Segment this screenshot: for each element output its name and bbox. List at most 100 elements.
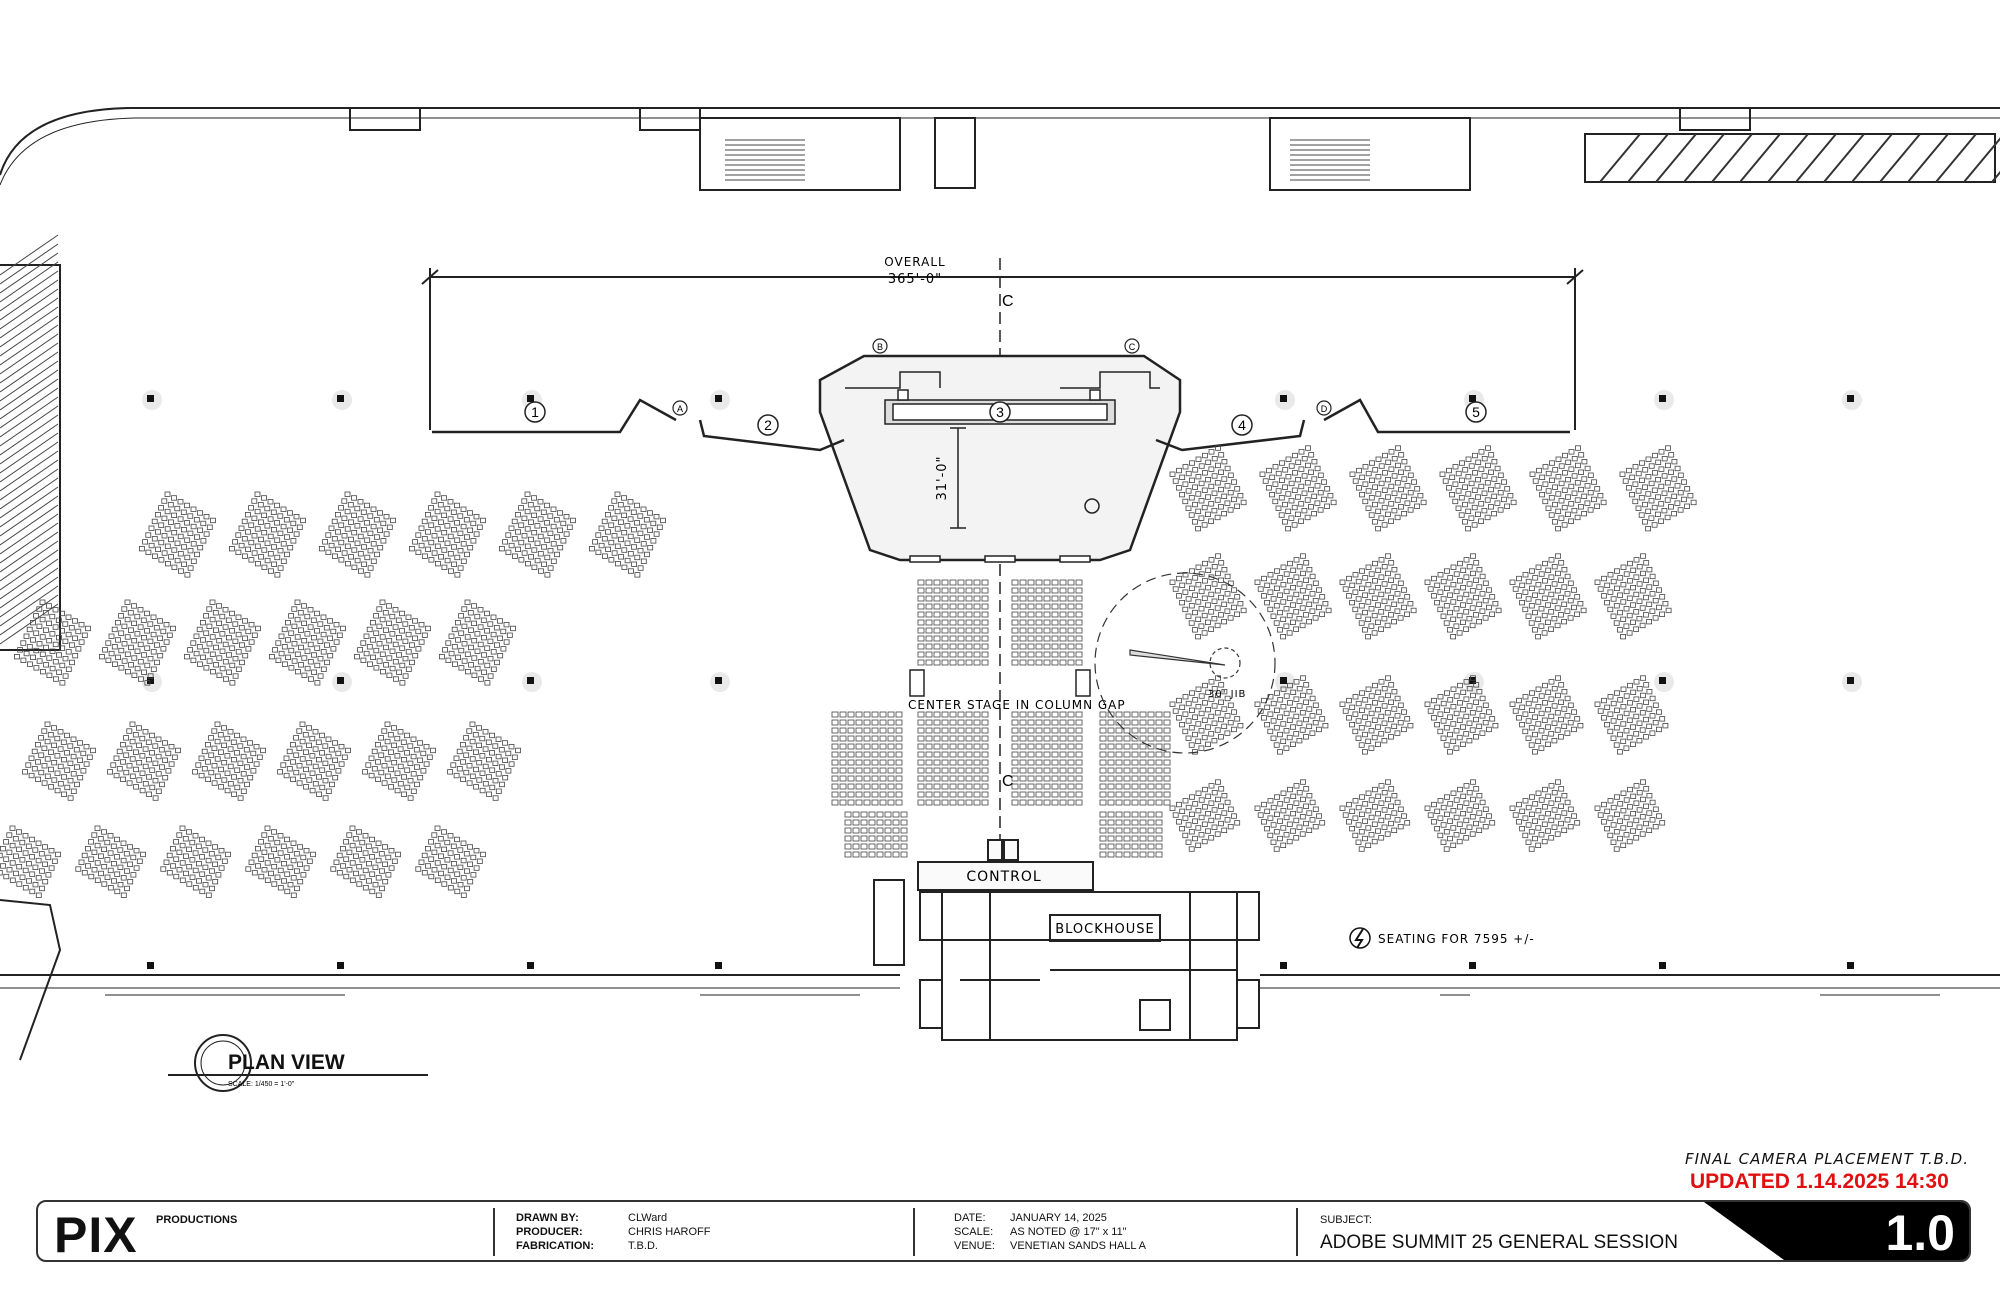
fabrication-value: T.B.D. (628, 1240, 658, 1252)
seat (621, 530, 628, 536)
seat (1051, 635, 1059, 642)
seat (1195, 491, 1202, 497)
seat (1019, 651, 1027, 658)
seat (198, 755, 205, 761)
seat (1470, 675, 1476, 681)
seat (1388, 560, 1395, 566)
seat (104, 874, 111, 880)
seat (1198, 588, 1205, 595)
seat (1286, 595, 1293, 601)
seat (388, 865, 395, 871)
seat (402, 673, 409, 679)
seat (1394, 730, 1401, 736)
seat (1280, 599, 1287, 605)
seat (1303, 820, 1309, 827)
seat (288, 613, 295, 619)
seat (212, 879, 219, 885)
seat (1205, 689, 1212, 695)
seat (341, 498, 348, 504)
seat (346, 849, 353, 855)
seat (1115, 811, 1123, 818)
hatch-line (1935, 133, 1977, 183)
seat (1484, 480, 1491, 486)
seat (360, 657, 367, 663)
seat (839, 751, 847, 758)
seat (457, 530, 464, 536)
seat (1630, 724, 1636, 730)
seat (949, 611, 957, 618)
seat (190, 657, 197, 663)
seat (272, 647, 279, 653)
seat (847, 711, 855, 718)
seat (479, 770, 486, 776)
seat (278, 633, 285, 639)
seat (1365, 790, 1372, 796)
seat (831, 775, 839, 782)
seat (949, 751, 957, 758)
seat (1476, 567, 1483, 573)
seat (925, 611, 933, 618)
hatch-line (1599, 133, 1641, 183)
seat (1224, 817, 1231, 823)
seat (1626, 838, 1633, 845)
seat (19, 839, 26, 846)
seat (1275, 470, 1282, 477)
seat (281, 626, 288, 633)
seat (1131, 819, 1139, 826)
seat (871, 751, 879, 758)
seat (354, 505, 361, 512)
seat (615, 561, 621, 567)
seat (338, 557, 345, 563)
seat (1201, 612, 1208, 619)
seat (1457, 578, 1463, 584)
seat (1051, 783, 1059, 790)
seat (879, 735, 887, 742)
seat (1365, 564, 1372, 570)
seat (876, 827, 884, 834)
seat (170, 625, 176, 632)
seat (410, 788, 417, 794)
seat (839, 775, 847, 782)
seat (887, 727, 895, 734)
seat (1051, 711, 1059, 718)
seat (1365, 842, 1372, 848)
seat (1227, 824, 1234, 830)
seat (1027, 799, 1035, 806)
seat (1401, 493, 1408, 500)
seat (239, 659, 245, 666)
seat (428, 522, 435, 528)
seat (42, 610, 49, 616)
seat (1646, 706, 1653, 712)
seat (217, 732, 224, 738)
seat (212, 861, 219, 867)
seat (1283, 710, 1290, 717)
seat (361, 561, 368, 567)
seat (1192, 592, 1198, 598)
seat (1368, 495, 1375, 501)
seat (81, 632, 88, 638)
seat (137, 641, 144, 648)
seat (476, 760, 483, 766)
seat (1561, 723, 1568, 729)
seat (1555, 526, 1561, 532)
seat (277, 513, 284, 519)
seat (508, 761, 515, 767)
seat (1468, 480, 1475, 487)
seat (421, 536, 428, 542)
seat (1067, 735, 1075, 742)
seat (373, 630, 380, 636)
seat (1123, 735, 1131, 742)
seat (1295, 476, 1301, 483)
seat (1189, 568, 1195, 574)
seat (1035, 619, 1043, 626)
seat (1501, 496, 1507, 503)
seat (238, 625, 245, 631)
seat (925, 635, 933, 642)
seat (155, 771, 162, 777)
seat (502, 740, 508, 746)
seat (1447, 731, 1453, 738)
stair-line (0, 486, 59, 528)
seat (1620, 790, 1627, 796)
scale-label: SCALE: (954, 1226, 994, 1238)
seat (290, 875, 297, 881)
